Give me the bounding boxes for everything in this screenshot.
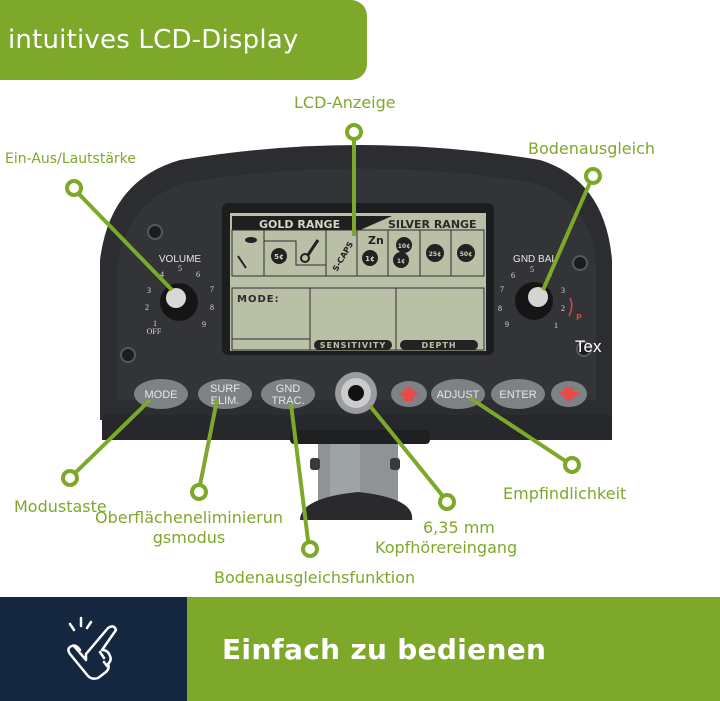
gnd-p-mark: P [576, 313, 582, 322]
footer-bar: Einfach zu bedienen [0, 597, 720, 701]
up-arrow-button[interactable] [391, 381, 427, 407]
lcd-nail-icon [237, 237, 257, 269]
screws [120, 224, 592, 363]
callout-dot-icon [563, 456, 581, 474]
callout-dot-icon [61, 469, 79, 487]
adjust-button-label: ADJUST [437, 389, 480, 401]
label-surface-elim: Oberflächeneliminierungsmodus [94, 508, 284, 547]
volume-tick-off: OFF [147, 327, 162, 336]
callout-dot-icon [438, 493, 456, 511]
gnd-tick: 9 [505, 320, 509, 329]
gnd-trac-label-2: TRAC. [272, 395, 305, 407]
callout-dot-icon [345, 123, 363, 141]
gnd-tick: 7 [500, 285, 504, 294]
lcd-coin-25c: 25¢ [429, 251, 442, 258]
volume-tick: 3 [147, 286, 151, 295]
gnd-tick: 6 [511, 271, 515, 280]
adjust-button[interactable]: ADJUST [431, 379, 485, 409]
gnd-trac-label-1: GND [276, 383, 301, 395]
label-headphone-line1: 6,35 mm [423, 518, 495, 537]
down-arrow-icon [558, 387, 580, 402]
volume-tick: 1 [153, 319, 157, 328]
lcd-sensitivity-label: SENSITIVITY [320, 341, 387, 350]
lcd-display: GOLD RANGE SILVER RANGE 5¢ S-CAPS Zn 1¢ [230, 213, 486, 351]
label-lcd: LCD-Anzeige [294, 93, 396, 112]
lcd-coin-10c: 10¢ [398, 243, 411, 250]
label-ground-balance: Bodenausgleich [528, 139, 656, 158]
surf-elim-button[interactable]: SURF ELIM. [198, 379, 252, 409]
lcd-silver-range: SILVER RANGE [388, 218, 477, 231]
gnd-tick: 1 [554, 321, 558, 330]
volume-tick: 7 [210, 285, 214, 294]
lcd-gold-range: GOLD RANGE [259, 218, 340, 231]
enter-button[interactable]: ENTER [491, 379, 545, 409]
label-ground-track: Bodenausgleichsfunktion [214, 568, 416, 587]
gnd-bal-label: GND BAL [513, 254, 557, 265]
tap-gesture-icon [66, 616, 117, 680]
headphone-jack[interactable] [335, 372, 377, 414]
volume-tick: 9 [202, 320, 206, 329]
overlay-stray-text: Tex [575, 337, 602, 356]
callout-dot-icon [584, 167, 602, 185]
label-headphone-line2: Kopfhörereingang [375, 538, 518, 557]
header-banner: intuitives LCD-Display [0, 0, 367, 80]
lcd-depth-label: DEPTH [421, 341, 456, 350]
lcd-coin-50c: 50¢ [460, 251, 473, 258]
lcd-mode-label: MODE: [237, 294, 280, 305]
label-mode: Modustaste [14, 497, 107, 516]
mode-button[interactable]: MODE [134, 379, 188, 409]
surf-elim-label-1: SURF [210, 383, 240, 395]
volume-tick: 6 [196, 270, 200, 279]
lcd-pulltab-icon [300, 239, 320, 263]
volume-tick: 4 [160, 270, 164, 279]
gnd-trac-button[interactable]: GND TRAC. [261, 379, 315, 409]
label-sensitivity: Empfindlichkeit [503, 484, 627, 503]
volume-tick: 5 [178, 264, 182, 273]
lcd-zn: Zn [368, 234, 384, 247]
callout-dot-icon [65, 179, 83, 197]
mode-button-label: MODE [145, 389, 178, 401]
footer-title: Einfach zu bedienen [222, 632, 547, 666]
label-volume: Ein-Aus/Lautstärke [5, 151, 136, 167]
volume-knob[interactable]: VOLUME OFF 1 2 3 4 5 6 7 8 9 [145, 254, 214, 336]
metal-detector-control-box: GOLD RANGE SILVER RANGE 5¢ S-CAPS Zn 1¢ [61, 123, 612, 558]
gnd-tick: 5 [530, 265, 534, 274]
footer-icon-box [0, 597, 187, 701]
footer-title-box: Einfach zu bedienen [187, 597, 720, 701]
lcd-coin-1c: 1¢ [365, 255, 375, 263]
down-arrow-button[interactable] [551, 381, 587, 407]
detector-shaft [300, 440, 413, 520]
volume-tick: 2 [145, 303, 149, 312]
volume-tick: 8 [210, 303, 214, 312]
header-title: intuitives LCD-Display [8, 25, 299, 55]
callout-dot-icon [301, 540, 319, 558]
lcd-coin-5c: 5¢ [274, 253, 284, 261]
callout-dots [61, 123, 602, 558]
gnd-tick: 8 [498, 304, 502, 313]
lcd-coin-1c-b: 1¢ [397, 258, 405, 265]
gnd-tick: 2 [561, 304, 565, 313]
enter-button-label: ENTER [499, 389, 536, 401]
up-arrow-icon [398, 386, 420, 401]
callout-lines [70, 138, 594, 549]
ground-balance-knob[interactable]: GND BAL 1 2 3 4 5 6 7 8 9 P [498, 254, 582, 330]
callout-dot-icon [190, 483, 208, 501]
volume-label: VOLUME [159, 254, 202, 265]
gnd-tick: 3 [561, 286, 565, 295]
